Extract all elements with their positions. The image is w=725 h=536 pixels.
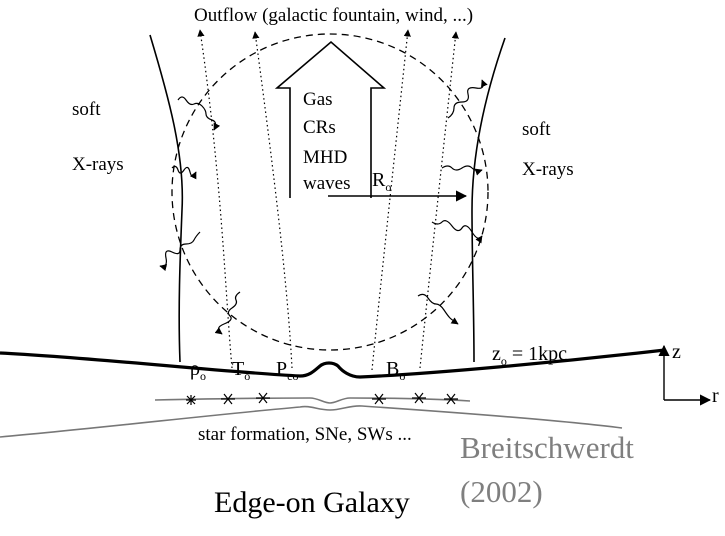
xray-photon-4 [214, 291, 241, 335]
soft-label-right: soft [522, 119, 551, 140]
outflow-detail: (galactic fountain, wind, ...) [262, 5, 474, 26]
dotted-streamline-1 [197, 29, 233, 369]
xray-photon-7 [431, 220, 483, 244]
xray-photon-5 [447, 79, 488, 119]
disk-upper-surface [0, 348, 666, 379]
xray-photon-3 [159, 231, 201, 272]
dashed-circle [171, 33, 489, 351]
credit-name: Breitschwerdt [460, 430, 634, 465]
credit-year: (2002) [460, 474, 543, 509]
pc0-label: Pco [276, 358, 299, 383]
xrays-label-right: X-rays [522, 159, 574, 180]
disk-caption: star formation, SNe, SWs ... [198, 424, 412, 445]
star-marker-4 [372, 393, 386, 405]
disk-lower-surface [0, 405, 623, 438]
r-axis-label: r [712, 385, 719, 407]
left-boundary-curve [149, 34, 184, 363]
star-marker-2 [221, 393, 235, 405]
xray-photon-6 [441, 165, 483, 176]
crs-label: CRs [303, 117, 336, 138]
z-axis-label: z [672, 341, 681, 363]
mhd-label: MHD [303, 147, 348, 168]
star-marker-3 [256, 392, 270, 404]
star-marker-1 [186, 395, 196, 405]
dotted-streamline-2 [252, 31, 293, 369]
star-markers [186, 392, 458, 405]
star-marker-5 [412, 392, 426, 404]
b0-label: Bo [386, 358, 406, 383]
disk-midplane [154, 397, 471, 404]
z0-label: zo = 1kpc [492, 343, 568, 368]
right-boundary-curve [471, 37, 506, 363]
xrays-label-left: X-rays [72, 154, 124, 175]
outflow-label: Outflow (galactic fountain, wind, ...) [194, 6, 473, 25]
soft-label-left: soft [72, 99, 101, 120]
star-marker-6 [444, 393, 458, 405]
xray-photon-8 [417, 293, 459, 325]
gas-label: Gas [303, 89, 333, 110]
xray-photon-2 [171, 165, 197, 180]
dotted-streamline-3 [371, 29, 411, 371]
waves-label: waves [303, 173, 351, 194]
xray-photon-1 [177, 96, 221, 131]
rho0-label: ρo [190, 358, 206, 383]
diagram-title: Edge-on Galaxy [214, 486, 410, 519]
t0-label: To [232, 358, 251, 383]
r0-label: Ro [372, 169, 392, 194]
dotted-streamline-4 [419, 31, 459, 369]
outflow-arrow [274, 40, 387, 198]
outflow-word: Outflow [194, 5, 258, 26]
